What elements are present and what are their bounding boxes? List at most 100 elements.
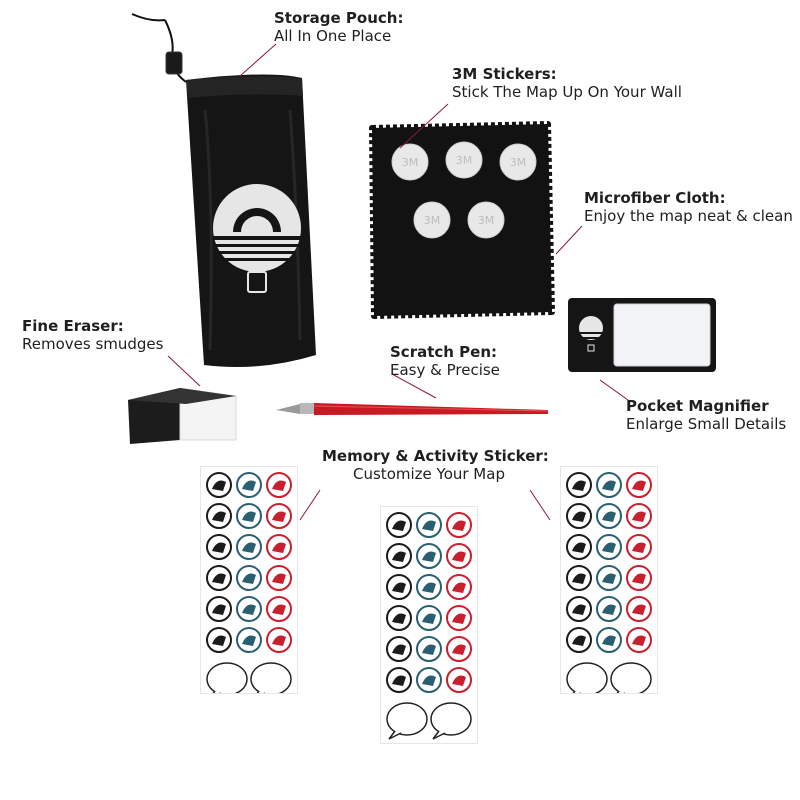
activity-sticker [596,534,622,560]
label-scratch-pen: Scratch Pen: Easy & Precise [390,343,500,379]
activity-sticker [386,512,412,538]
activity-sticker [266,565,292,591]
activity-sticker [206,627,232,653]
speech-bubble-icon [566,662,608,693]
3m-dot-text: 3M [456,154,473,167]
activity-sticker [596,472,622,498]
pocket-magnifier-title: Pocket Magnifier [626,397,769,415]
storage-pouch-subtitle: All In One Place [274,26,392,45]
3m-stickers-title: 3M Stickers: [452,65,557,83]
leader-lines [167,43,629,521]
activity-sticker [416,667,442,693]
activity-sticker [236,503,262,529]
activity-sticker [236,472,262,498]
activity-sticker [206,534,232,560]
label-memory-sticker: Memory & Activity Sticker: Customize You… [322,447,549,483]
activity-sticker [446,574,472,600]
activity-sticker [416,543,442,569]
activity-sticker [416,605,442,631]
activity-sticker [266,627,292,653]
activity-sticker [236,565,262,591]
microfiber-cloth-title: Microfiber Cloth: [584,189,726,207]
activity-sticker [416,574,442,600]
storage-pouch-title: Storage Pouch: [274,9,404,27]
activity-sticker [386,667,412,693]
label-pocket-magnifier: Pocket Magnifier Enlarge Small Details [626,397,787,433]
activity-sticker [626,565,652,591]
activity-sticker [446,512,472,538]
activity-sticker [626,596,652,622]
activity-sticker [386,605,412,631]
sticker-sheet-center [380,506,478,744]
label-fine-eraser: Fine Eraser: Removes smudges [22,317,164,353]
speech-bubble-icon [250,662,292,693]
activity-sticker [566,472,592,498]
activity-sticker [386,543,412,569]
activity-sticker [596,503,622,529]
activity-sticker [596,627,622,653]
fine-eraser [128,387,237,444]
3m-dot: 3M [445,141,483,179]
sticker-sheet-left [200,466,298,694]
activity-sticker [566,503,592,529]
activity-sticker [446,636,472,662]
speech-bubble-icon [610,662,652,693]
activity-sticker-icons [386,512,472,740]
activity-sticker [446,667,472,693]
3m-sticker-dots: 3M 3M 3M 3M 3M [391,141,537,239]
activity-sticker [206,596,232,622]
activity-sticker [566,565,592,591]
speech-bubble-icon [430,702,472,740]
memory-sticker-subtitle: Customize Your Map [353,464,505,483]
3m-dot-text: 3M [478,214,495,227]
memory-sticker-title: Memory & Activity Sticker: [322,447,549,465]
activity-sticker [416,636,442,662]
activity-sticker [236,596,262,622]
activity-sticker [206,503,232,529]
fine-eraser-title: Fine Eraser: [22,317,124,335]
pocket-magnifier [568,298,716,372]
fine-eraser-subtitle: Removes smudges [22,334,164,353]
activity-sticker [206,565,232,591]
activity-sticker [566,627,592,653]
activity-sticker [626,503,652,529]
activity-sticker-icons [566,472,652,693]
speech-bubble-icon [386,702,428,740]
activity-sticker [626,472,652,498]
scratch-pen-title: Scratch Pen: [390,343,498,361]
3m-dot-text: 3M [402,156,419,169]
activity-sticker [236,534,262,560]
activity-sticker [446,543,472,569]
activity-sticker [266,503,292,529]
activity-sticker [596,596,622,622]
label-microfiber-cloth: Microfiber Cloth: Enjoy the map neat & c… [584,189,793,225]
label-3m-stickers: 3M Stickers: Stick The Map Up On Your Wa… [452,65,682,101]
sticker-sheet-right [560,466,658,694]
label-storage-pouch: Storage Pouch: All In One Place [274,9,404,45]
scratch-pen-subtitle: Easy & Precise [390,360,500,379]
activity-sticker [596,565,622,591]
activity-sticker [266,472,292,498]
3m-dot: 3M [391,143,429,181]
scratch-pen [276,403,549,415]
activity-sticker [386,636,412,662]
3m-dot-text: 3M [510,156,527,169]
speech-bubble-icon [206,662,248,693]
pocket-magnifier-subtitle: Enlarge Small Details [626,414,787,433]
activity-sticker [416,512,442,538]
activity-sticker [266,534,292,560]
activity-sticker [386,574,412,600]
3m-dot: 3M [467,201,505,239]
microfiber-cloth-subtitle: Enjoy the map neat & clean [584,206,793,225]
activity-sticker [236,627,262,653]
activity-sticker [566,534,592,560]
activity-sticker [266,596,292,622]
activity-sticker [626,627,652,653]
activity-sticker [446,605,472,631]
activity-sticker [626,534,652,560]
globe-pin-logo-icon [213,184,301,293]
storage-pouch [131,13,316,368]
3m-dot-text: 3M [424,214,441,227]
activity-sticker [206,472,232,498]
